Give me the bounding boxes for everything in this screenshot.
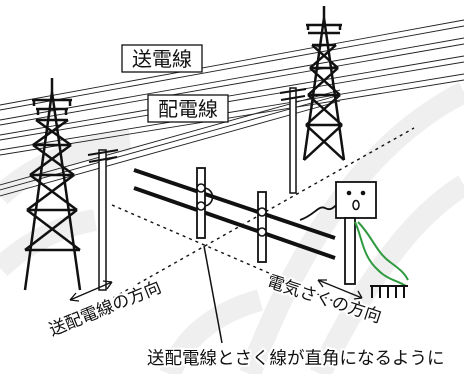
transmission-tower-left [23,78,82,291]
fence-post-1 [196,167,214,239]
fence-post-2 [257,191,267,263]
distribution-line-label: 配電線 [158,97,218,121]
transmission-line-label: 送電線 [132,47,192,71]
transmission-tower-right [302,6,346,161]
caption-leader-line [203,245,223,344]
ground-wire [354,221,407,287]
transmission-lines [0,19,464,156]
ground-wire-2 [357,221,409,281]
distribution-pole-center [279,87,307,194]
electric-fence-controller-icon [335,181,377,285]
distribution-line-label-box: 配電線 [147,94,229,123]
distribution-pole-left [87,149,119,291]
fence-direction-arrow [317,279,363,300]
line-direction-arrow [69,280,113,302]
fence-wires [133,168,336,260]
ground-rod-icon [370,285,408,298]
direction-guides [94,127,415,309]
diagram-caption: 送配電線とさく線が直角になるように [147,349,445,369]
transmission-line-label-box: 送電線 [121,44,203,73]
